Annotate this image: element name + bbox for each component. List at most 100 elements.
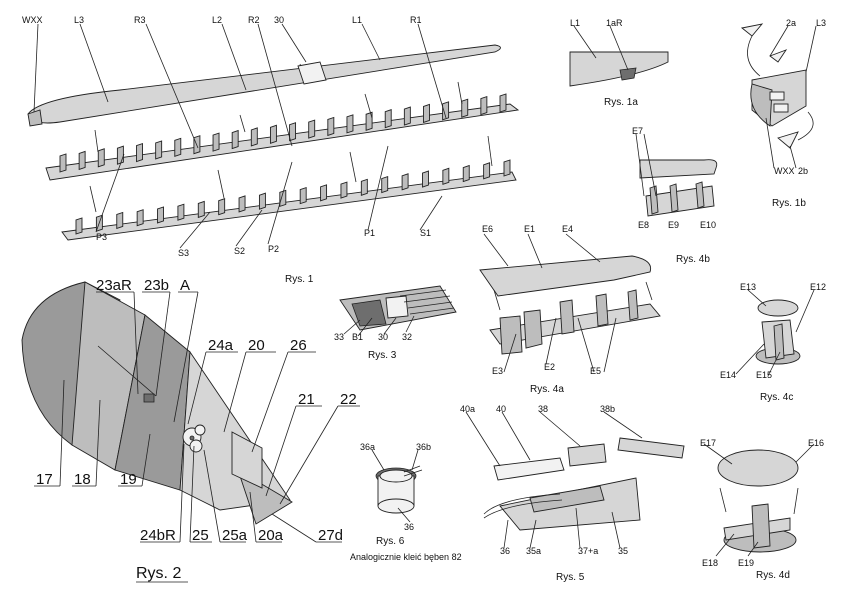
label-E3: E3 <box>492 366 503 376</box>
rys1-part-30 <box>297 61 327 85</box>
rib <box>231 129 239 150</box>
label-21: 21 <box>298 391 315 408</box>
rys6-caption: Rys. 6 <box>376 536 405 547</box>
rib <box>308 119 316 139</box>
rib <box>401 173 409 191</box>
rib <box>258 192 266 210</box>
rib <box>462 164 470 183</box>
label-L1-1a: L1 <box>570 18 580 28</box>
rib <box>384 109 392 129</box>
rib <box>177 203 185 221</box>
label-E4: E4 <box>562 224 573 234</box>
rib <box>212 132 220 152</box>
label-2b: 2b <box>798 166 808 176</box>
rib <box>250 127 258 147</box>
rys5-part-38 <box>567 443 607 467</box>
label-20a: 20a <box>258 527 284 544</box>
rib <box>461 98 469 118</box>
rib <box>218 198 226 216</box>
rys3-group: 33 B1 30 32 Rys. 3 <box>334 285 457 361</box>
label-E5: E5 <box>590 366 601 376</box>
rys1-caption: Rys. 1 <box>285 274 314 285</box>
rib <box>320 184 328 202</box>
label-17: 17 <box>36 471 53 488</box>
rib <box>423 103 430 124</box>
rys2-caption: Rys. 2 <box>136 565 181 582</box>
label-23b: 23b <box>144 277 169 294</box>
rib <box>269 124 277 144</box>
rys1-middle-strip <box>45 103 520 181</box>
label-L3-1b: L3 <box>816 18 826 28</box>
label-2a: 2a <box>786 18 796 28</box>
rys1b-caption: Rys. 1b <box>772 198 806 209</box>
label-L1: L1 <box>352 15 362 25</box>
rys4b-top <box>639 159 718 179</box>
label-36b: 36b <box>416 442 431 452</box>
label-S1: S1 <box>420 228 431 238</box>
rib <box>327 116 335 137</box>
rys4c-group: E13 E12 E14 E15 Rys. 4c <box>720 282 826 403</box>
label-E18: E18 <box>702 558 718 568</box>
rys4a-group: E6 E1 E4 E3 E2 E5 Rys. 4a <box>479 224 661 395</box>
label-WXX-1b: WXX <box>774 166 795 176</box>
label-E1: E1 <box>524 224 535 234</box>
label-36a: 36a <box>360 442 375 452</box>
rib <box>279 189 287 208</box>
label-E10: E10 <box>700 220 716 230</box>
rib <box>289 122 297 142</box>
label-40: 40 <box>496 404 506 414</box>
rys1-group: WXX L3 R3 L2 R2 30 L1 R1 P3 S3 S2 P2 P1 … <box>22 15 520 285</box>
label-40a: 40a <box>460 404 475 414</box>
rys1b-group: 2a L3 WXX 2b Rys. 1b <box>740 18 826 209</box>
rys4d-group: E17 E16 E18 E19 Rys. 4d <box>700 438 824 581</box>
label-E7: E7 <box>632 126 643 136</box>
label-30: 30 <box>274 15 284 25</box>
rib <box>155 140 163 160</box>
label-L3: L3 <box>74 15 84 25</box>
rib <box>174 137 182 157</box>
label-P1: P1 <box>364 228 375 238</box>
label-30-rys3: 30 <box>378 332 388 342</box>
label-24a: 24a <box>208 337 234 354</box>
label-22: 22 <box>340 391 357 408</box>
rib <box>97 148 105 168</box>
label-36-rys5: 36 <box>500 546 510 556</box>
rib <box>157 206 164 224</box>
label-R1: R1 <box>410 15 422 25</box>
label-38b: 38b <box>600 404 615 414</box>
rys4d-disc <box>717 449 799 487</box>
rib <box>365 111 373 131</box>
label-A: A <box>180 277 190 294</box>
rys5-caption: Rys. 5 <box>556 572 585 583</box>
rib <box>503 159 511 177</box>
rib <box>340 181 348 199</box>
label-E12: E12 <box>810 282 826 292</box>
rys5-group: 40a 40 38 38b 36 35a 37+a 35 Rys. 5 <box>460 404 685 583</box>
rib <box>480 95 488 116</box>
label-36-rys6: 36 <box>404 522 414 532</box>
label-WXX: WXX <box>22 15 43 25</box>
rys4b-caption: Rys. 4b <box>676 254 710 265</box>
label-S2: S2 <box>234 246 245 256</box>
label-33: 33 <box>334 332 344 342</box>
rib <box>116 145 124 165</box>
rys2-group: 23aR 23b A 24a 20 26 21 22 17 18 19 24bR… <box>21 277 360 583</box>
label-1aR: 1aR <box>606 18 623 28</box>
rib <box>197 200 205 219</box>
rys4c-caption: Rys. 4c <box>760 392 793 403</box>
label-25: 25 <box>192 527 209 544</box>
rys6-note: Analogicznie kleić bęben 82 <box>350 552 462 562</box>
label-S3: S3 <box>178 248 189 258</box>
rys3-caption: Rys. 3 <box>368 350 397 361</box>
label-20: 20 <box>248 337 265 354</box>
label-E8: E8 <box>638 220 649 230</box>
rib <box>360 178 368 196</box>
label-E9: E9 <box>668 220 679 230</box>
rys6-group: 36a 36b 36 Rys. 6 Analogicznie kleić bęb… <box>350 442 462 562</box>
label-35: 35 <box>618 546 628 556</box>
rib <box>381 175 389 194</box>
label-L2: L2 <box>212 15 222 25</box>
label-23aR: 23aR <box>96 277 132 294</box>
rib <box>483 162 491 180</box>
